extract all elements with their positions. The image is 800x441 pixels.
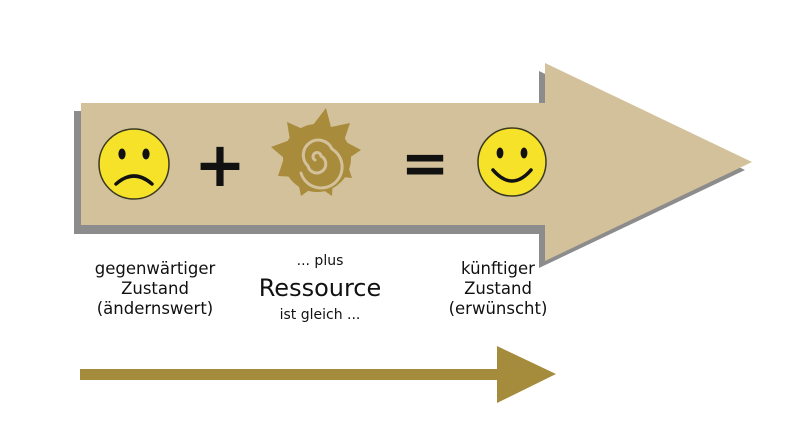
label-current-line1: gegenwärtiger xyxy=(94,259,216,278)
big-arrow xyxy=(81,63,752,261)
spiral-sun-icon xyxy=(271,108,361,196)
label-future-line2: Zustand xyxy=(464,279,532,298)
bottom-arrow-head xyxy=(497,346,556,403)
label-current-state: gegenwärtiger Zustand (ändernswert) xyxy=(55,259,255,319)
label-future-line1: künftiger xyxy=(461,259,535,278)
label-resource-main: Ressource xyxy=(258,274,382,302)
label-current-line2: Zustand xyxy=(121,279,189,298)
label-future-line3: (erwünscht) xyxy=(448,299,548,318)
plus-operator: + xyxy=(194,128,246,201)
label-future-state: künftiger Zustand (erwünscht) xyxy=(398,259,598,319)
label-resource: ... plus Ressource ist gleich ... xyxy=(245,252,395,324)
label-resource-pre: ... plus xyxy=(296,253,344,269)
bottom-arrow-shaft xyxy=(80,369,500,380)
happy-face-icon xyxy=(477,127,547,197)
equals-operator: = xyxy=(401,129,450,197)
sad-face-icon xyxy=(98,128,170,200)
label-resource-post: ist gleich ... xyxy=(279,307,361,323)
label-current-line3: (ändernswert) xyxy=(96,299,214,318)
